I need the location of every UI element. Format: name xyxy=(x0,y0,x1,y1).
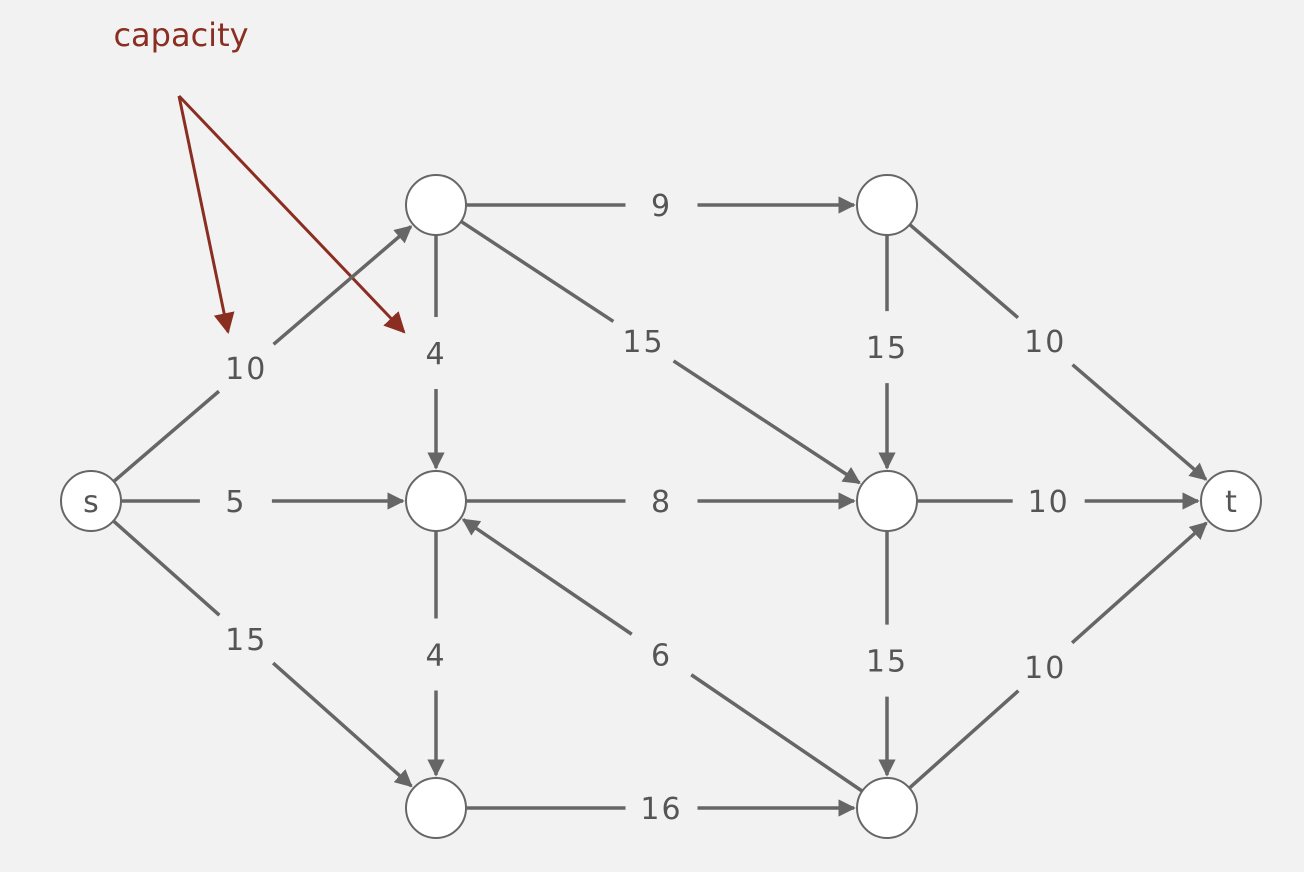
edge-capacity-label: 10 xyxy=(1024,651,1066,686)
node-circle xyxy=(1200,470,1262,532)
edge-capacity-label: 10 xyxy=(225,352,267,387)
edge-d-e: 15 xyxy=(866,235,908,470)
edge-capacity-label: 15 xyxy=(622,325,664,360)
node-a xyxy=(405,174,467,236)
edge-line-f-b-end xyxy=(461,518,633,636)
node-circle xyxy=(856,777,918,839)
node-circle xyxy=(60,470,122,532)
edge-line-s-c-end xyxy=(271,661,413,788)
edge-capacity-label: 15 xyxy=(225,623,267,658)
edge-e-f: 15 xyxy=(866,531,908,777)
edge-line-d-t-end xyxy=(1071,363,1208,481)
edge-capacity-label: 5 xyxy=(225,485,246,520)
edge-d-t: 10 xyxy=(908,223,1208,481)
edge-line-f-b-start xyxy=(690,673,864,793)
edge-e-t: 10 xyxy=(917,485,1200,520)
node-label: s xyxy=(83,485,99,520)
node-b xyxy=(405,470,467,532)
edge-capacity-label: 10 xyxy=(1024,325,1066,360)
edge-s-b: 5 xyxy=(121,485,405,520)
node-t: t xyxy=(1200,470,1262,532)
edge-capacity-label: 8 xyxy=(651,485,672,520)
node-circle xyxy=(405,174,467,236)
node-circle xyxy=(856,470,918,532)
node-d xyxy=(856,174,918,236)
capacity-pointer-arrow-1 xyxy=(177,95,235,335)
edges-layer: 10 5 15 9 4 15 8 4 6 16 15 10 10 15 10 xyxy=(112,189,1208,827)
edge-a-e: 15 xyxy=(460,219,861,485)
edge-s-a: 10 xyxy=(112,225,413,483)
node-f xyxy=(856,777,918,839)
edge-line-a-e-end xyxy=(672,359,861,485)
node-e xyxy=(856,470,918,532)
capacity-annotation-text: capacity xyxy=(113,16,248,54)
edge-capacity-label: 9 xyxy=(651,189,672,224)
edge-c-f: 16 xyxy=(466,792,856,827)
edge-capacity-label: 16 xyxy=(640,792,682,827)
edge-capacity-label: 4 xyxy=(425,337,446,372)
edge-line-f-t-start xyxy=(908,689,1020,790)
edge-f-b: 6 xyxy=(461,518,864,793)
capacity-annotation: capacity xyxy=(113,16,406,335)
edge-capacity-label: 15 xyxy=(866,331,908,366)
edge-b-c: 4 xyxy=(425,531,446,777)
node-s: s xyxy=(60,470,122,532)
edge-capacity-label: 15 xyxy=(866,645,908,680)
edge-a-b: 4 xyxy=(425,235,446,470)
edge-f-t: 10 xyxy=(908,521,1208,790)
edge-b-e: 8 xyxy=(466,485,856,520)
node-circle xyxy=(856,174,918,236)
edge-line-s-a-start xyxy=(112,389,221,483)
node-c xyxy=(405,777,467,839)
edge-capacity-label: 10 xyxy=(1028,485,1070,520)
edge-s-c: 15 xyxy=(112,519,413,788)
edge-line-f-t-end xyxy=(1070,521,1208,645)
node-circle xyxy=(405,777,467,839)
node-circle xyxy=(405,470,467,532)
node-label: t xyxy=(1225,485,1237,520)
capacity-pointer-arrow-2 xyxy=(177,94,406,334)
edge-line-s-a-end xyxy=(272,225,413,346)
edge-capacity-label: 6 xyxy=(651,639,672,674)
edge-a-d: 9 xyxy=(466,189,856,224)
edge-capacity-label: 4 xyxy=(425,639,446,674)
edge-line-d-t-start xyxy=(908,223,1020,320)
edge-line-a-e-start xyxy=(460,219,615,323)
edge-line-s-c-start xyxy=(112,519,221,617)
